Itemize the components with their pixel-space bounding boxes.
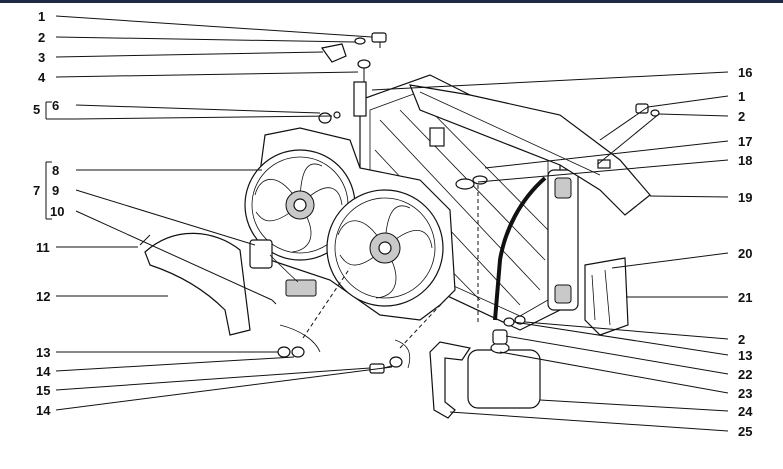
callout-r1: 1 [738,89,745,104]
fasteners-right [635,103,660,117]
callout-r23: 23 [738,386,752,401]
fan-right [326,189,444,307]
callout-r24: 24 [738,404,753,419]
callout-l10: 10 [50,204,64,219]
coolant-hoses [302,175,547,349]
expansion-tank [429,315,541,419]
callout-l14a: 14 [36,364,51,379]
upper-crossmember [409,84,651,216]
callout-r25: 25 [738,424,752,439]
callout-r13: 13 [738,348,752,363]
callout-l7: 7 [33,183,40,198]
callout-l2: 2 [38,30,45,45]
header-rule [0,0,783,3]
fan-resistor [249,239,317,305]
callout-l11: 11 [36,240,50,255]
callout-l15: 15 [36,383,50,398]
callout-r20: 20 [738,246,752,261]
callout-l8: 8 [52,163,59,178]
callout-r16: 16 [738,65,752,80]
callout-l14b: 14 [36,403,51,418]
fan-shield [139,232,251,336]
callout-r2a: 2 [738,109,745,124]
callout-r17: 17 [738,134,752,149]
air-deflector [584,257,629,336]
callout-l6: 6 [52,98,59,113]
leader-lines-left [45,15,393,411]
callout-l12: 12 [36,289,50,304]
leader-lines-right [371,71,729,432]
callout-l5: 5 [33,102,40,117]
bolt-washer-bracket-group [318,32,387,124]
fasteners-bottom-left [277,324,411,374]
callout-r19: 19 [738,190,752,205]
callout-r21: 21 [738,290,752,305]
callout-l13: 13 [36,345,50,360]
fan-left [244,149,356,261]
callout-l9: 9 [52,183,59,198]
callout-r22: 22 [738,367,752,382]
callout-r2b: 2 [738,332,745,347]
callout-l4: 4 [38,70,46,85]
callout-r18: 18 [738,153,752,168]
callout-l1: 1 [38,9,45,24]
callout-l3: 3 [38,50,45,65]
